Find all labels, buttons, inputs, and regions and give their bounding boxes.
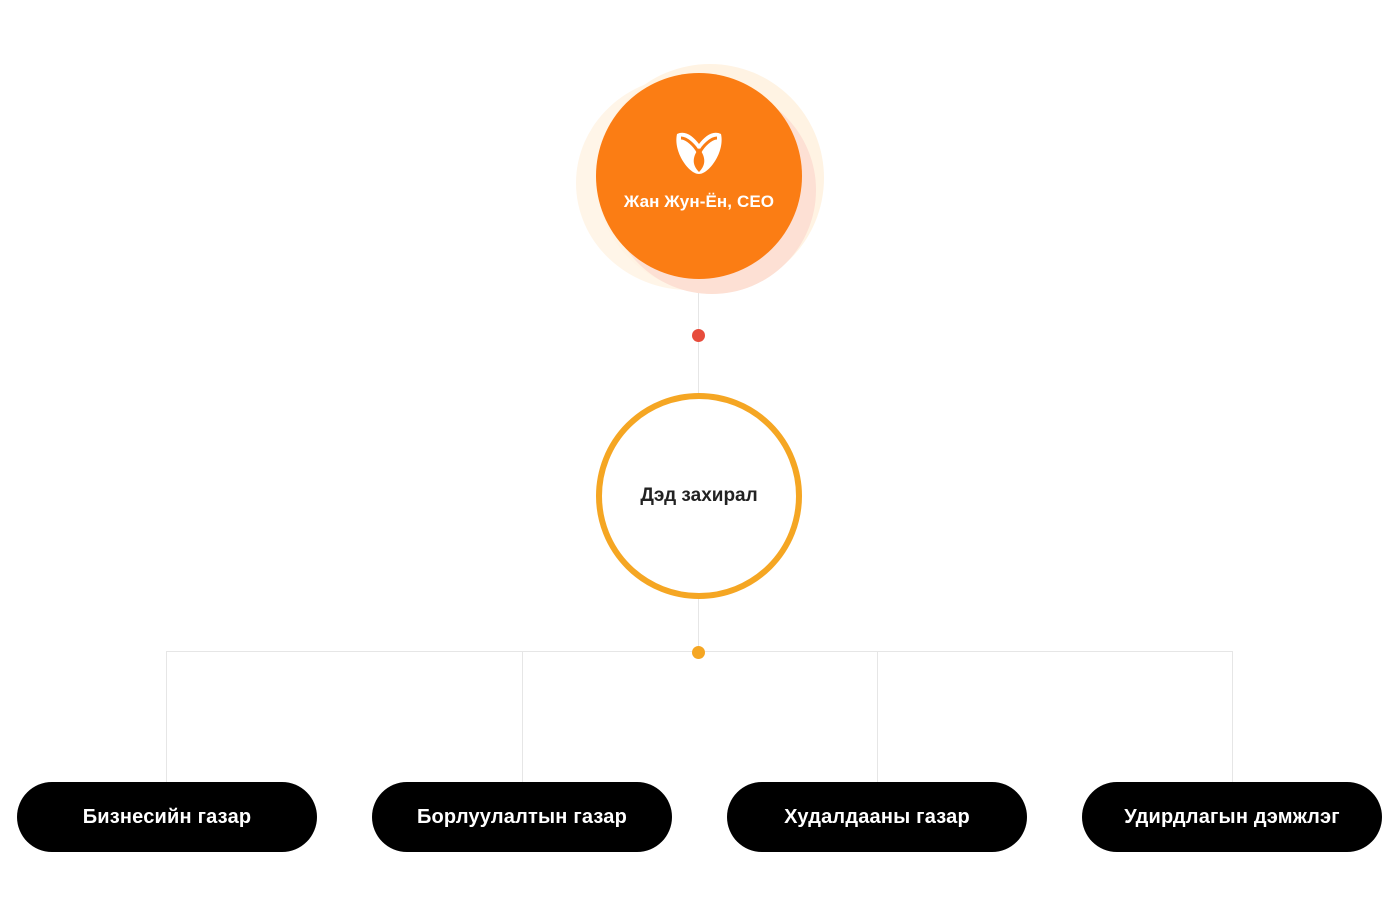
department-label: Борлуулалтын газар [416,805,628,828]
department-management-support: Удирдлагын дэмжлэг [1082,782,1382,852]
connector-branch-4 [1232,651,1233,782]
department-sales: Борлуулалтын газар [372,782,672,852]
connector-branch-2 [522,651,523,782]
company-logo-icon [676,132,722,174]
connector-dot-top [692,329,705,342]
department-label: Бизнесийн газар [82,805,252,828]
connector-branch-3 [877,651,878,782]
connector-director-branch [698,598,699,652]
connector-branch-1 [166,651,167,782]
department-label: Удирдлагын дэмжлэг [1124,805,1340,828]
department-business: Бизнесийн газар [17,782,317,852]
director-label: Дэд захирал [640,485,758,506]
ceo-node: Жан Жун-Ён, CEO [576,64,826,296]
ceo-circle: Жан Жун-Ён, CEO [596,73,802,279]
ceo-label: Жан Жун-Ён, CEO [623,192,775,211]
department-trade: Худалдааны газар [727,782,1027,852]
department-label: Худалдааны газар [784,805,970,828]
director-node: Дэд захирал [596,393,802,599]
connector-dot-bottom [692,646,705,659]
